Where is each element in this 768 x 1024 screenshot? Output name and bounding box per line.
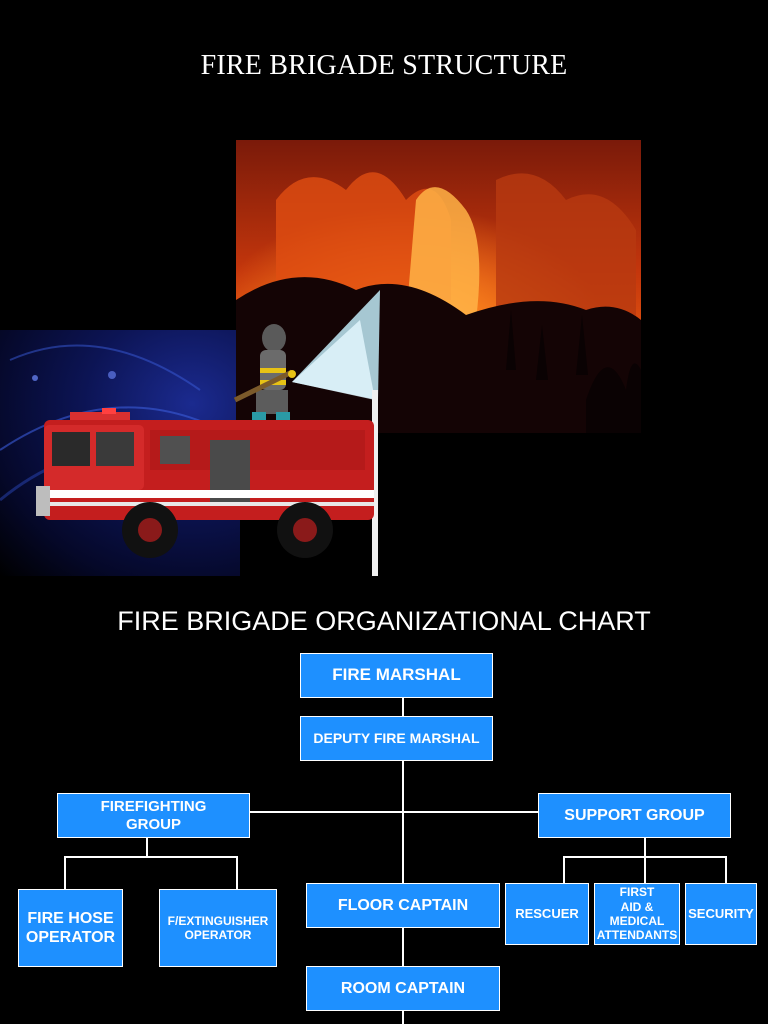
- connector-line: [402, 928, 404, 966]
- node-firefighting-group: FIREFIGHTING GROUP: [57, 793, 250, 838]
- connector-line: [64, 856, 66, 889]
- slide-organizational-chart: FIRE BRIGADE ORGANIZATIONAL CHART FIRE M…: [0, 590, 768, 1024]
- connector-line: [64, 856, 238, 858]
- node-room-captain: ROOM CAPTAIN: [306, 966, 500, 1011]
- connector-line: [725, 856, 727, 884]
- slide-fire-brigade-structure: FIRE BRIGADE STRUCTURE: [0, 50, 641, 580]
- connector-line: [402, 761, 404, 883]
- connector-line: [644, 856, 646, 884]
- node-security: SECURITY: [685, 883, 757, 945]
- node-fire-marshal: FIRE MARSHAL: [300, 653, 493, 698]
- connector-line: [402, 1011, 404, 1024]
- connector-line: [563, 856, 565, 884]
- node-extinguisher-operator: F/EXTINGUISHER OPERATOR: [159, 889, 277, 967]
- connector-line: [146, 837, 148, 857]
- firefighter-icon: [233, 324, 296, 428]
- node-floor-captain: FLOOR CAPTAIN: [306, 883, 500, 928]
- connector-line: [249, 811, 538, 813]
- slide-title: FIRE BRIGADE STRUCTURE: [200, 50, 568, 81]
- node-first-aid: FIRST AID & MEDICAL ATTENDANTS: [594, 883, 680, 945]
- node-deputy-fire-marshal: DEPUTY FIRE MARSHAL: [300, 716, 493, 761]
- connector-line: [402, 698, 404, 716]
- node-rescuer: RESCUER: [505, 883, 589, 945]
- water-spray-icon: [292, 290, 380, 400]
- connector-line: [644, 837, 646, 857]
- chart-title: FIRE BRIGADE ORGANIZATIONAL CHART: [117, 606, 651, 636]
- node-fire-hose-operator: FIRE HOSE OPERATOR: [18, 889, 123, 967]
- node-support-group: SUPPORT GROUP: [538, 793, 731, 838]
- connector-line: [236, 856, 238, 889]
- fire-truck-icon: [30, 290, 390, 580]
